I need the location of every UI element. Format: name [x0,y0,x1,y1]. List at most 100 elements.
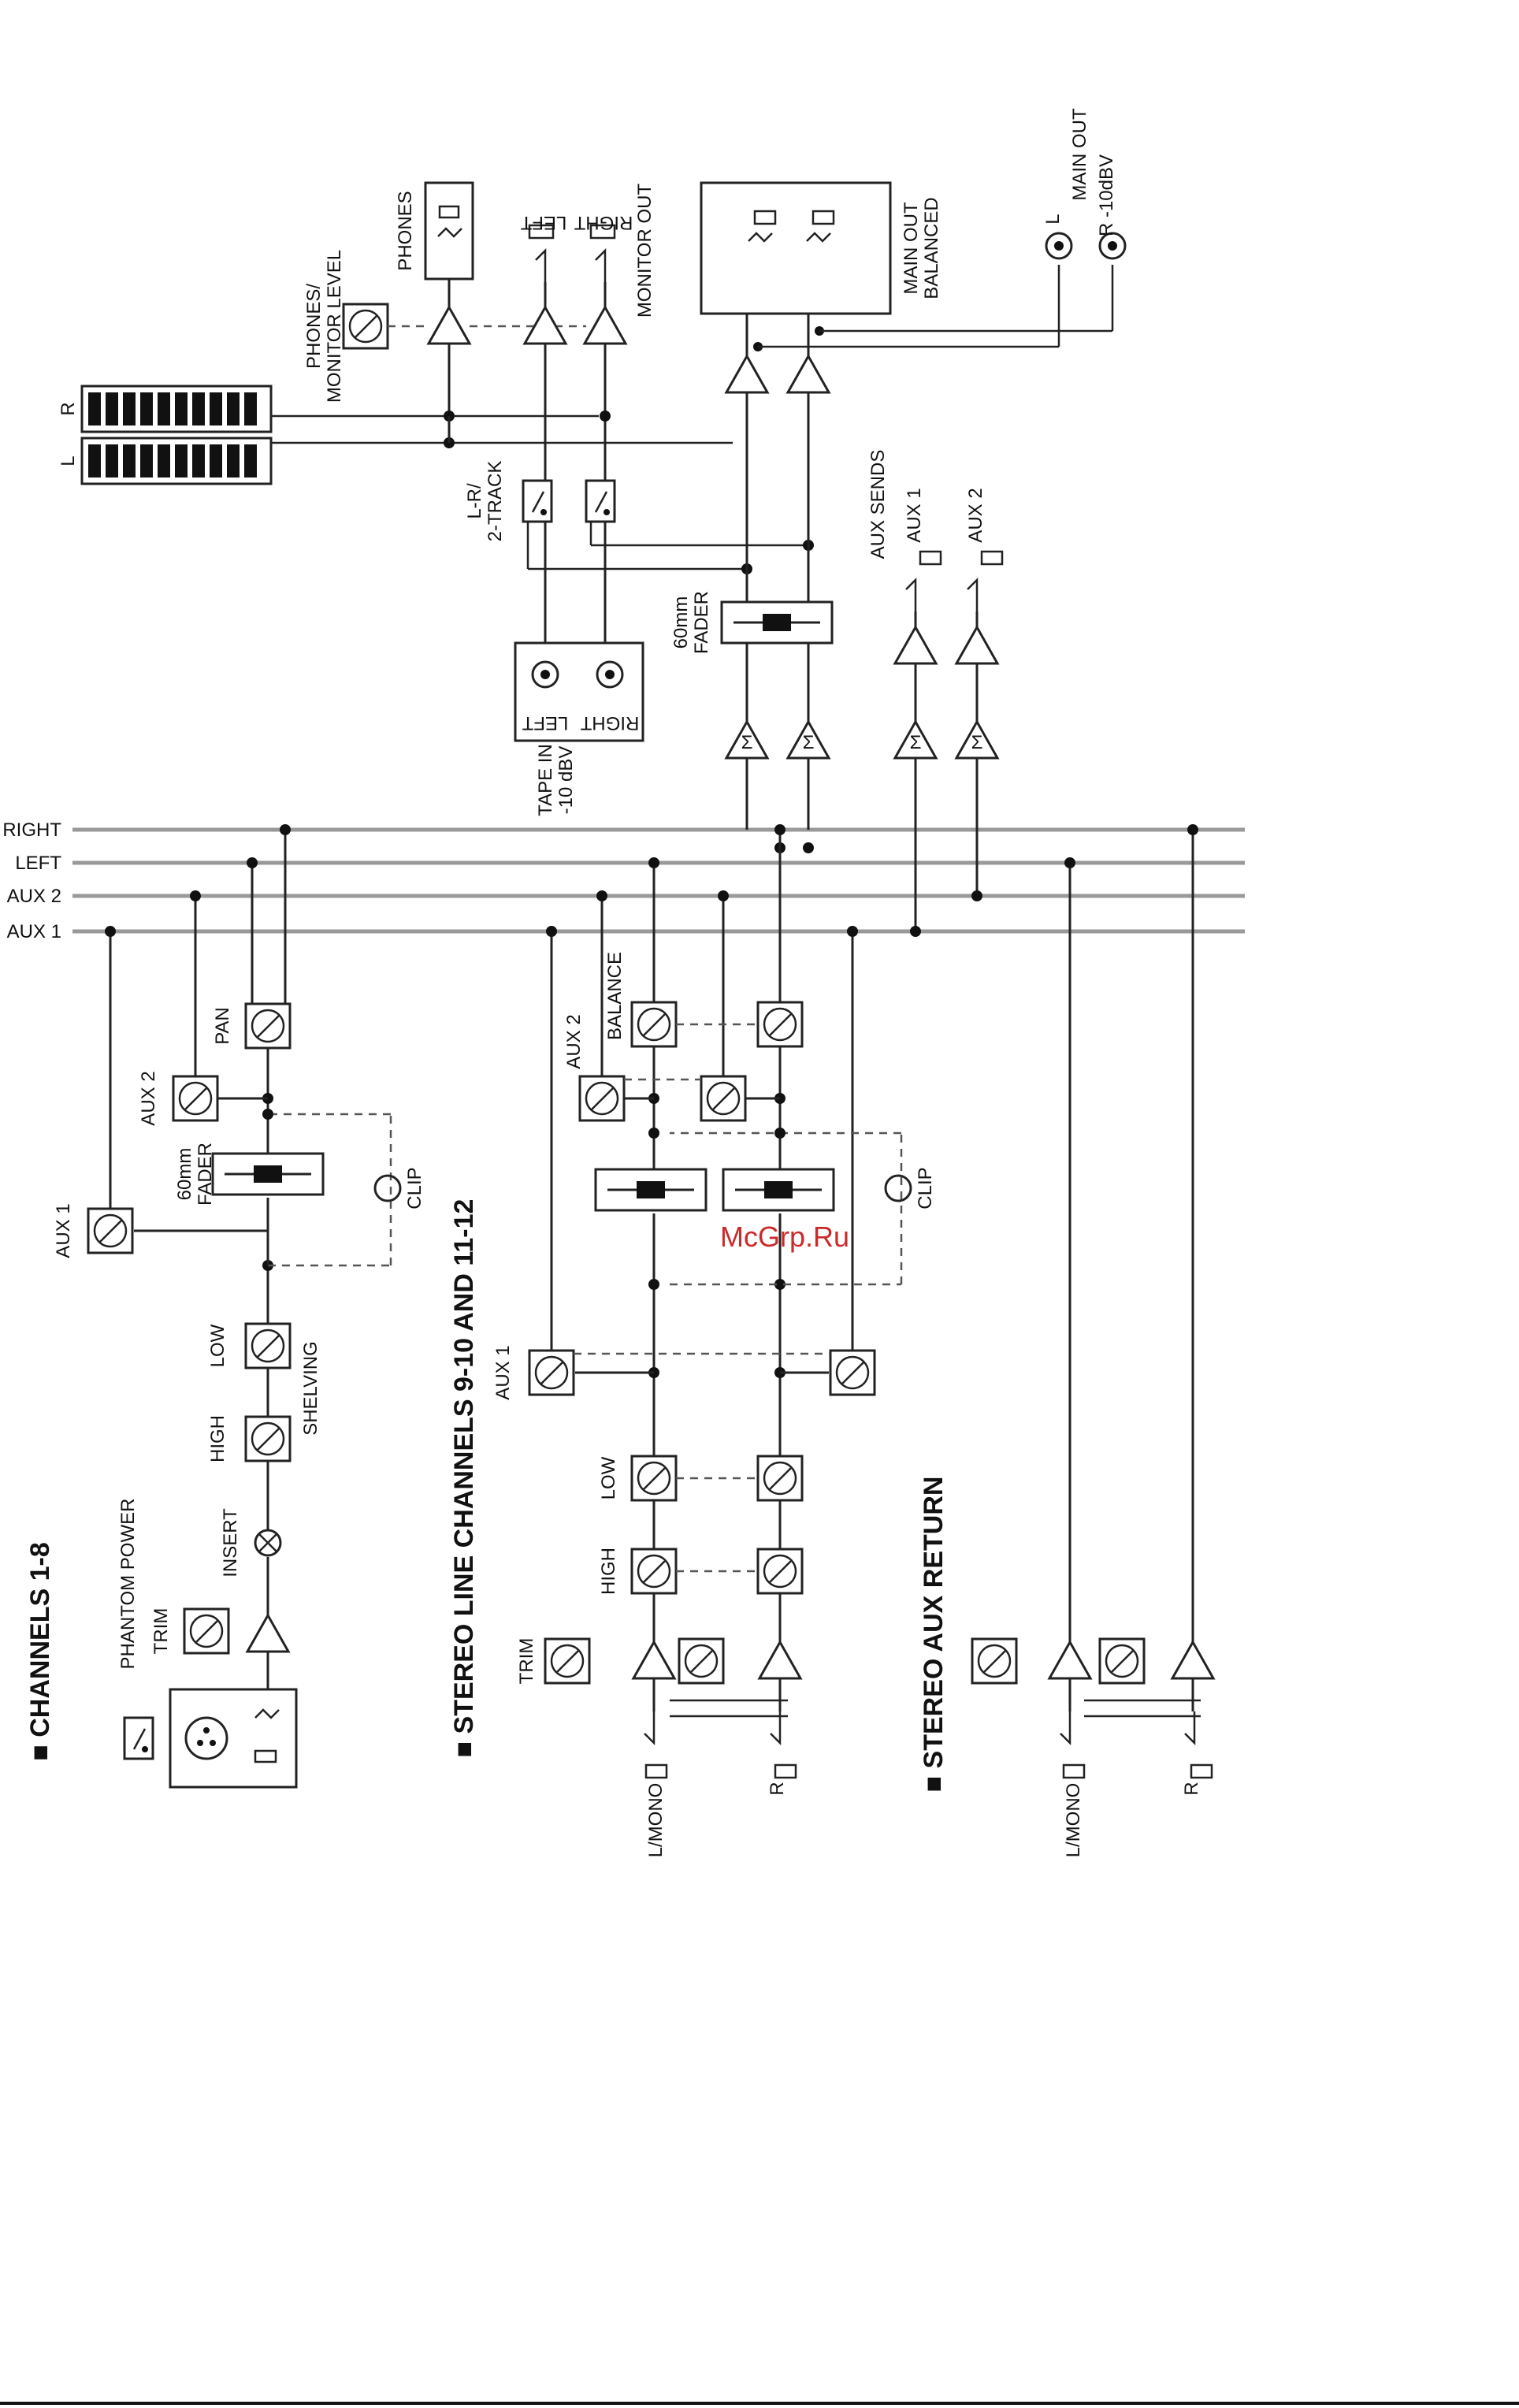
stereo-line-fader-left[interactable] [594,1168,708,1212]
ch1-8-high-label: HIGH [207,1415,228,1462]
aux-return-amp-right [1171,1641,1215,1680]
phones-monitor-level-label: PHONES/MONITOR LEVEL [303,250,345,403]
stereo-line-title: ■ STEREO LINE CHANNELS 9-10 AND 11-12 [449,1199,479,1758]
bus-label-aux2: AUX 2 [7,886,61,907]
watermark: McGrp.Ru [720,1221,849,1253]
stereo-line-clip-led [884,1174,912,1202]
stereo-line-amp-right [758,1641,802,1680]
ch1-8-aux2-knob[interactable] [172,1075,219,1122]
channels-1-8: ■ CHANNELS 1-8 PHANTOM POWER TRIM INSERT… [25,824,425,1789]
bus-labels: RIGHT LEFT AUX 2 AUX 1 [2,819,61,942]
stereo-line-lmono-label: L/MONO [645,1783,667,1858]
master-fader-section: 60mmFADER Σ Σ [670,591,834,853]
aux-return-lmono-label: L/MONO [1063,1783,1084,1858]
stereo-line-trim-knob-right[interactable] [678,1637,725,1685]
phones-amp [427,306,471,345]
lr-2track-section: L-R/2-TRACK [464,461,814,574]
stereo-line-r-label: R [767,1782,788,1795]
main-out-l-jack [1045,232,1073,260]
meter-label-l: L [58,455,79,466]
stereo-line-high-knob-left[interactable] [630,1548,678,1595]
phones-label: PHONES [395,191,416,270]
monitor-out-right-label: RIGHT [574,212,633,233]
phones-level-knob[interactable] [342,303,389,350]
ch1-8-aux2-label: AUX 2 [138,1071,159,1125]
stereo-aux-return: ■ STEREO AUX RETURN L/MONO R [919,824,1215,1858]
stereo-line-low-knob-right[interactable] [756,1455,804,1502]
stereo-line-aux1-label: AUX 1 [492,1345,514,1399]
channels-1-8-title: ■ CHANNELS 1-8 [25,1542,55,1760]
stereo-line-trim-knob-left[interactable] [544,1637,591,1685]
ch1-8-clip-led [373,1174,402,1202]
bus-label-left: LEFT [15,853,61,874]
aux-return-r-label: R [1181,1782,1202,1795]
ch1-8-pan-label: PAN [212,1007,233,1045]
aux-sigma-2: Σ [971,732,983,753]
stereo-line-low-knob-left[interactable] [630,1455,678,1502]
bus-label-right: RIGHT [2,819,61,841]
master-fader-label: 60mmFADER [670,591,712,654]
stereo-line-aux1-knob[interactable] [528,1349,575,1396]
ch1-8-pan-knob[interactable] [244,1002,292,1050]
stereo-line-high-knob-right[interactable] [756,1548,804,1595]
ch1-8-low-knob[interactable] [244,1322,292,1369]
main-out-right-amp [786,355,830,394]
master-fader[interactable] [720,600,834,645]
tape-in-box [514,641,644,742]
ch1-8-shelving-label: SHELVING [300,1341,321,1436]
stereo-line-low-label: LOW [598,1456,619,1499]
stereo-line-balance-knob-left[interactable] [630,1001,678,1048]
stereo-line-aux2-label: AUX 2 [563,1014,585,1068]
ch1-8-low-label: LOW [207,1324,228,1367]
sum-sigma-right: Σ [803,732,815,753]
stereo-aux-return-title: ■ STEREO AUX RETURN [919,1477,949,1793]
sum-sigma-left: Σ [741,732,753,753]
ch1-8-preamp [246,1614,290,1653]
main-out-left-amp [725,355,769,394]
bus-label-aux1: AUX 1 [7,921,61,942]
meter-segments-r [88,392,257,425]
main-out-balanced-box [700,181,892,315]
stereo-line-aux2-knob-left[interactable] [578,1075,626,1122]
monitor-out-label: MONITOR OUT [634,184,656,318]
lr-2track-switch-right[interactable] [585,479,616,523]
monitor-out-left-label: LEFT [520,212,566,233]
main-out-balanced-label: MAIN OUTBALANCED [901,197,942,299]
ch1-8-trim-label: TRIM [150,1608,172,1655]
stereo-line-balance-knob-right[interactable] [756,1001,804,1048]
ch1-8-clip-label: CLIP [404,1167,425,1209]
ch1-8-fader[interactable] [211,1152,325,1196]
stereo-line-balance-label: BALANCE [604,952,626,1040]
meter-segments-l [88,444,257,478]
stereo-line-trim-label: TRIM [516,1638,537,1685]
ch1-8-input-box [169,1688,298,1789]
main-out-unbal-label: MAIN OUT [1069,108,1090,201]
lr-2track-switch-left[interactable] [522,479,553,523]
aux-sends-section: AUX SENDS AUX 1 AUX 2 Σ Σ [867,450,1004,937]
main-out-r-label: R -10dBV [1096,154,1117,236]
aux-send-1-amp [893,626,938,665]
main-out-l-label: L [1042,214,1064,224]
xlr-input [184,1716,228,1760]
ch1-8-aux1-knob[interactable] [87,1207,134,1254]
aux-send-2-label: AUX 2 [965,488,986,542]
phantom-power-label: PHANTOM POWER [117,1499,139,1670]
aux-return-knob-right[interactable] [1098,1637,1146,1685]
tape-in-label: TAPE IN-10 dBV [535,744,577,816]
stereo-line-aux1-knob-b[interactable] [829,1349,876,1396]
stereo-line-fader-right[interactable] [722,1168,835,1212]
stereo-line-high-label: HIGH [598,1548,619,1595]
ch1-8-trim-knob[interactable] [183,1607,230,1655]
monitor-out-section: LEFT RIGHT MONITOR OUT [520,184,656,646]
bus-lines [72,827,1245,934]
phantom-power-switch[interactable] [123,1716,154,1760]
ch1-8-fader-label: 60mmFADER [174,1143,216,1206]
aux-sigma-1: Σ [910,732,922,753]
stereo-line-aux2-knob-right[interactable] [700,1075,747,1122]
ch1-8-high-knob[interactable] [244,1415,292,1462]
tape-in-right-label: RIGHT [580,712,639,734]
aux-return-amp-left [1048,1641,1092,1680]
aux-return-knob-left[interactable] [971,1637,1018,1685]
stereo-line-clip-label: CLIP [915,1167,936,1209]
